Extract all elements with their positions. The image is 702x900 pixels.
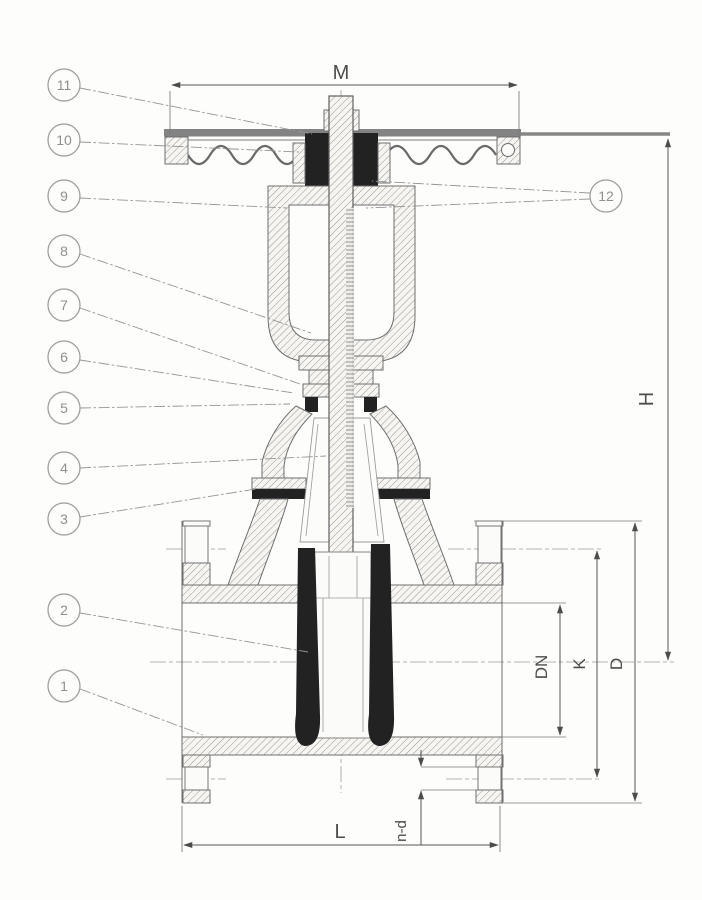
dim-n-d: n-d [393,750,478,845]
pipe-top-wall-right [377,584,503,604]
flange-hole-lower-right [477,766,502,791]
flange-cap-lower-right [475,754,504,768]
flange-hub-upper-right [475,562,504,586]
svg-text:10: 10 [56,132,72,148]
callout-7: 7 [47,288,301,385]
callout-11: 11 [47,68,313,135]
hub-packing-left [305,133,331,188]
callout-8: 8 [47,234,312,334]
svg-text:4: 4 [60,460,68,476]
dim-K: K [570,550,601,778]
callout-12: 12 [365,179,623,213]
gate-wedge [295,544,395,746]
svg-text:9: 9 [60,188,68,204]
dim-DN: DN [452,602,566,738]
flange-bolt-upper-right [477,525,502,564]
dim-label-H: H [636,392,658,406]
gate-slab [312,551,372,739]
part-callouts: 11 10 9 8 7 6 5 [47,68,623,736]
packing-left [305,397,318,412]
callout-9: 9 [47,179,288,213]
flange-rim-lower-right [475,789,504,804]
svg-text:7: 7 [60,297,68,313]
seat-ring-left [295,548,321,746]
dim-L: L [181,806,501,852]
callout-3: 3 [47,488,257,536]
stem-thread-band [346,208,354,508]
hub-collar-left [292,142,306,184]
callout-10: 10 [47,123,300,157]
svg-text:5: 5 [60,400,68,416]
svg-text:1: 1 [60,678,68,694]
dim-label-K: K [570,658,589,670]
body-bonnet-gasket-right [376,489,430,499]
dim-D: D [474,520,642,804]
dim-label-DN: DN [532,655,551,680]
svg-text:12: 12 [598,188,614,204]
bonnet-flange-left [251,477,307,490]
pipe-bottom-wall [181,736,503,756]
stem [328,95,354,557]
wedge-face-line-left [305,423,319,537]
callout-5: 5 [47,391,291,425]
callout-4: 4 [47,451,327,485]
seat-ring-right [368,544,395,746]
svg-text:8: 8 [60,243,68,259]
callout-6: 6 [47,340,295,394]
valve-body [181,498,503,756]
svg-text:2: 2 [60,602,68,618]
bonnet-flange-right [375,477,431,490]
pipe-top-wall-left [181,584,305,604]
dim-label-M: M [333,62,350,84]
flange-rim-lower-left [182,789,211,804]
dim-label-n-d: n-d [393,820,410,842]
dim-M: M [169,62,520,139]
handwheel-rim-section-left [164,136,189,165]
hub-collar-right [377,142,391,184]
flange-hole-lower-left [184,766,209,791]
svg-text:3: 3 [60,511,68,527]
dim-label-D: D [607,658,626,670]
dimension-annotations: M H DN K D L [169,62,672,852]
flange-rim-upper-right [475,520,504,527]
flanges [181,520,504,804]
callout-2: 2 [47,593,309,653]
flange-cap-lower-left [182,754,211,768]
dim-label-L: L [334,821,345,843]
svg-text:11: 11 [57,77,72,93]
flange-bolt-upper-left [184,525,209,564]
handwheel-rim-bead [501,143,515,157]
flange-rim-upper-left [182,520,211,527]
dim-H: H [636,138,672,661]
packing-right [364,397,377,412]
hub-packing-right [352,133,378,188]
svg-text:6: 6 [60,349,68,365]
callout-1: 1 [47,669,204,736]
body-bonnet-gasket-left [252,489,306,499]
wedge-face-line-right [363,423,379,537]
flange-hub-upper-left [182,562,211,586]
bonnet [251,405,431,499]
